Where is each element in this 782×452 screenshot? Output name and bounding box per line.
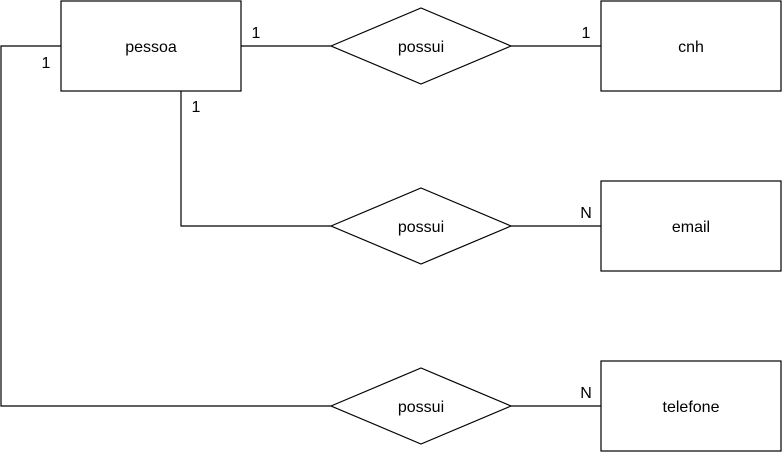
entity-pessoa-label: pessoa — [125, 39, 177, 56]
entity-pessoa[interactable]: pessoa — [60, 0, 242, 92]
cardinality-pessoa-email: 1 — [192, 99, 201, 116]
entity-telefone-label: telefone — [663, 399, 720, 416]
relationship-possui-telefone[interactable]: possui — [329, 367, 513, 445]
cardinality-cnh: 1 — [582, 25, 591, 42]
cardinality-telefone: N — [580, 385, 592, 402]
relationship-possui-email-label: possui — [398, 219, 444, 236]
entity-email[interactable]: email — [600, 180, 782, 272]
entity-cnh[interactable]: cnh — [600, 0, 782, 92]
entity-email-label: email — [672, 219, 710, 236]
relationship-possui-cnh-label: possui — [398, 39, 444, 56]
edge-pessoa-possui-telefone — [0, 45, 331, 407]
edge-pessoa-possui-email — [180, 91, 331, 227]
entity-cnh-label: cnh — [678, 39, 704, 56]
relationship-possui-telefone-label: possui — [398, 399, 444, 416]
entity-telefone[interactable]: telefone — [600, 360, 782, 452]
relationship-possui-cnh[interactable]: possui — [329, 7, 513, 85]
relationship-possui-email[interactable]: possui — [329, 187, 513, 265]
cardinality-pessoa-telefone: 1 — [42, 55, 51, 72]
cardinality-email: N — [580, 205, 592, 222]
cardinality-pessoa-cnh: 1 — [252, 25, 261, 42]
